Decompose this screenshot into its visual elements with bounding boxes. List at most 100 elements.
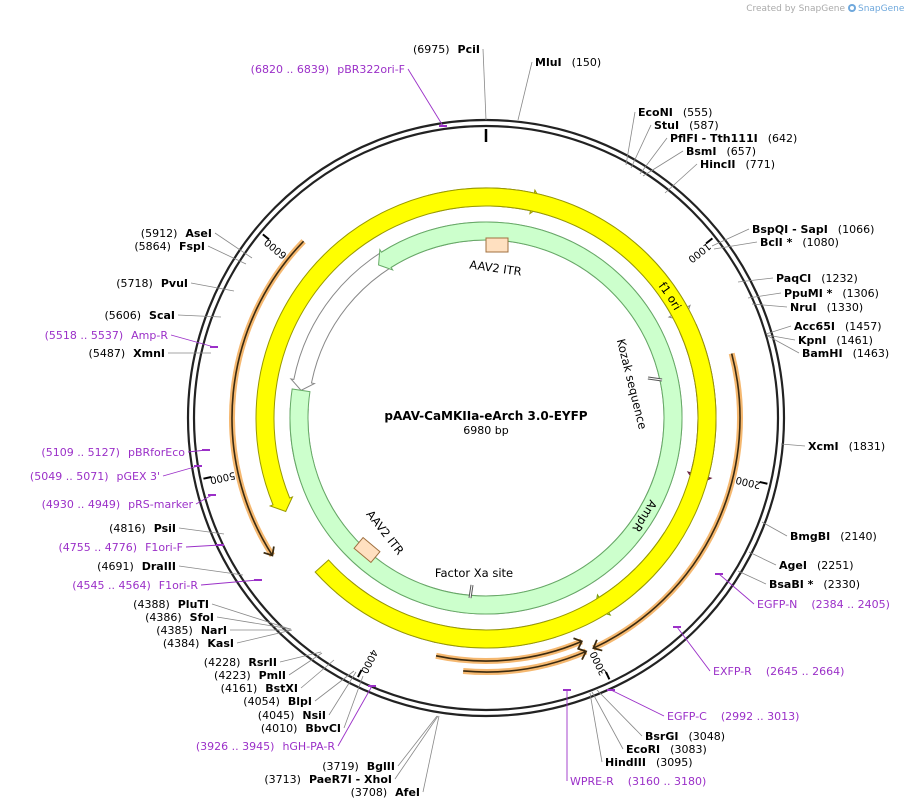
inner-feature-label: Kozak sequence bbox=[614, 337, 650, 430]
site-label: PpuMI *(1306) bbox=[784, 287, 879, 300]
primer-label: (5518 .. 5537)Amp-R bbox=[45, 329, 169, 342]
site-label: EcoRI(3083) bbox=[626, 743, 707, 756]
site-leader bbox=[639, 137, 668, 175]
site-leader bbox=[214, 232, 253, 259]
site-leader bbox=[737, 277, 774, 283]
site-label: (4384)KasI bbox=[163, 637, 234, 650]
snapgene-brand: Created by SnapGene bbox=[746, 4, 845, 14]
primer-label: (4545 .. 4564)F1ori-R bbox=[72, 579, 198, 592]
site-label: (5718)PvuI bbox=[116, 277, 188, 290]
primer-label: (3926 .. 3945)hGH-PA-R bbox=[196, 740, 335, 753]
primer-label: (5049 .. 5071)pGEX 3' bbox=[30, 470, 160, 483]
site-leader bbox=[517, 61, 533, 121]
site-leader bbox=[328, 671, 357, 716]
site-label: HindIII(3095) bbox=[605, 756, 693, 769]
site-label: (3713)PaeR7I - XhoI bbox=[264, 773, 392, 786]
site-leader bbox=[300, 659, 335, 689]
site-label: PaqCI(1232) bbox=[776, 272, 858, 285]
site-leader bbox=[178, 527, 225, 535]
primer-leader bbox=[407, 68, 444, 127]
site-leader bbox=[713, 241, 758, 250]
site-label: (5912)AseI bbox=[141, 227, 212, 240]
tick-label: 3000 bbox=[589, 649, 610, 677]
site-label: (3708)AfeI bbox=[351, 786, 420, 799]
site-leader bbox=[236, 629, 293, 644]
tick-mark bbox=[357, 669, 363, 678]
inner-site-mark-core bbox=[469, 584, 473, 599]
orf-arrowhead bbox=[573, 637, 583, 650]
site-leader bbox=[482, 48, 487, 121]
inner-feature-label: Factor Xa site bbox=[435, 566, 513, 580]
site-label: BspQI - SapI(1066) bbox=[752, 223, 874, 236]
site-label: (4054)BlpI bbox=[243, 695, 312, 708]
site-label: BmgBI(2140) bbox=[790, 530, 877, 543]
site-leader bbox=[178, 565, 244, 576]
orf-arrowhead bbox=[592, 639, 603, 652]
site-label: HincII(771) bbox=[700, 158, 775, 171]
site-label: (5487)XmnI bbox=[89, 347, 165, 360]
primer-label: (5109 .. 5127)pBRforEco bbox=[41, 446, 185, 459]
orf-core bbox=[231, 240, 305, 556]
site-label: PflFI - Tth111I(642) bbox=[670, 132, 797, 145]
site-leader bbox=[780, 443, 806, 447]
primer-label: (4930 .. 4949)pRS-marker bbox=[42, 498, 194, 511]
orf-core bbox=[463, 650, 587, 673]
site-leader bbox=[589, 692, 603, 763]
site-label: BamHI(1463) bbox=[802, 347, 889, 360]
site-leader bbox=[765, 325, 792, 335]
site-label: BsrGI(3048) bbox=[645, 730, 725, 743]
inner-itr-box bbox=[485, 237, 509, 253]
site-label: (3719)BglII bbox=[322, 760, 395, 773]
feature-label: AAV2 ITR bbox=[0, 0, 366, 606]
site-label: (4161)BstXI bbox=[221, 682, 298, 695]
site-label: NruI(1330) bbox=[790, 301, 863, 314]
site-leader bbox=[664, 163, 698, 194]
site-leader bbox=[279, 651, 322, 663]
site-label: BsaBI *(2330) bbox=[769, 578, 860, 591]
inner-feature-label: AAV2 ITR bbox=[469, 257, 523, 278]
site-leader bbox=[211, 603, 291, 630]
primer-sites: (6820 .. 6839)pBR322ori-F(5518 .. 5537)A… bbox=[30, 63, 890, 788]
site-label: (4388)PluTI bbox=[133, 598, 209, 611]
site-leader bbox=[591, 691, 624, 750]
tick-label: 4000 bbox=[358, 647, 379, 675]
tick-label: 1000 bbox=[686, 240, 713, 264]
site-leader bbox=[190, 282, 235, 292]
site-label: (4386)SfoI bbox=[145, 611, 214, 624]
orf-layer bbox=[229, 239, 743, 675]
site-label: (4385)NarI bbox=[156, 624, 227, 637]
snapgene-brand-word: SnapGene bbox=[858, 4, 905, 14]
plasmid-size: 6980 bp bbox=[463, 424, 508, 437]
site-leader bbox=[630, 124, 652, 169]
primer-leader bbox=[718, 573, 755, 605]
site-leader bbox=[422, 715, 440, 793]
orf-core bbox=[435, 640, 583, 662]
tick-label: 5000 bbox=[209, 469, 236, 485]
inner-site-mark-core bbox=[647, 377, 663, 381]
site-label: AgeI(2251) bbox=[779, 559, 854, 572]
site-label: StuI(587) bbox=[654, 119, 719, 132]
site-label: BsmI(657) bbox=[686, 145, 756, 158]
site-leader bbox=[748, 551, 777, 566]
orf-arrowhead bbox=[577, 647, 588, 661]
primer-leader bbox=[610, 689, 665, 717]
site-label: (4228)RsrII bbox=[204, 656, 277, 669]
site-label: (4045)NsiI bbox=[258, 709, 326, 722]
site-leader bbox=[737, 570, 767, 585]
site-leader bbox=[397, 715, 438, 767]
inner-itr-box bbox=[353, 536, 381, 564]
primer-leader bbox=[185, 544, 221, 548]
site-label: Acc65I(1457) bbox=[794, 320, 882, 333]
primer-label: WPRE-R(3160 .. 3180) bbox=[570, 775, 706, 788]
site-leader bbox=[216, 616, 292, 630]
site-leader bbox=[642, 150, 684, 177]
primer-label: EGFP-C(2992 .. 3013) bbox=[667, 710, 799, 723]
site-leader bbox=[394, 715, 439, 780]
site-leader bbox=[343, 675, 364, 729]
tick-mark bbox=[705, 237, 714, 245]
primer-leader bbox=[162, 465, 199, 477]
restriction-sites: (6975)PciIMluI(150)EcoNI(555)StuI(587)Pf… bbox=[89, 43, 890, 799]
site-leader bbox=[596, 689, 643, 737]
site-label: (5864)FspI bbox=[134, 240, 205, 253]
primer-leader bbox=[170, 334, 215, 348]
